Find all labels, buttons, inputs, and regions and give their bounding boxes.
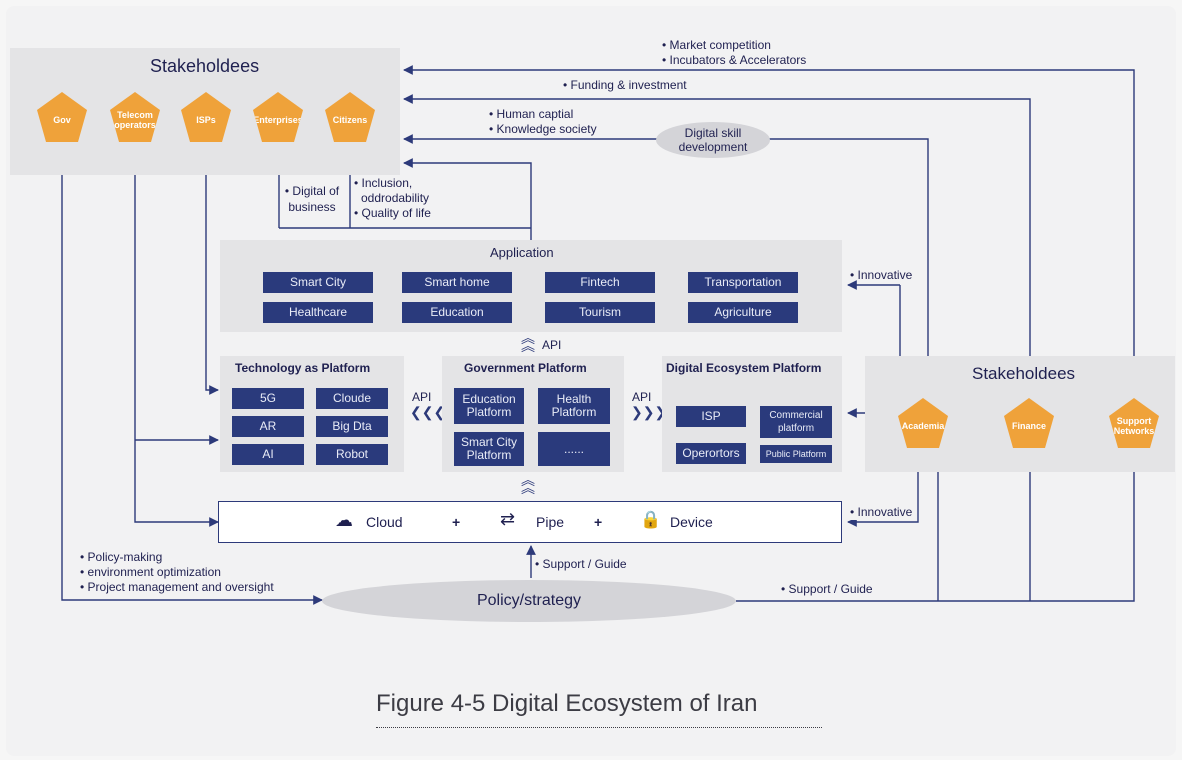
digital-skill-ellipse: Digital skill development	[656, 122, 770, 158]
tech-ai: AI	[232, 444, 304, 465]
plus-sign-2: +	[594, 514, 603, 530]
quality-label: • Quality of life	[354, 206, 431, 220]
digital-business-note: • Digital of business	[284, 184, 340, 214]
human-capital-label: • Human captial	[489, 107, 574, 121]
app-smart-home: Smart home	[402, 272, 512, 293]
plus-sign-1: +	[452, 514, 461, 530]
tech-cloude: Cloude	[316, 388, 388, 409]
app-fintech: Fintech	[545, 272, 655, 293]
app-tourism: Tourism	[545, 302, 655, 323]
app-education: Education	[402, 302, 512, 323]
tech-5g: 5G	[232, 388, 304, 409]
api-up-chevron-icon: ︽︽	[521, 330, 535, 354]
app-healthcare: Healthcare	[263, 302, 373, 323]
human-capital-note: • Human captial • Knowledge society	[489, 107, 597, 137]
pipe-icon: ⇄	[500, 509, 516, 529]
innovative-pipe-note: • Innovative	[848, 505, 915, 520]
caption-underline	[376, 727, 822, 728]
api-right-label: API	[632, 390, 652, 404]
api-top-label: API	[542, 338, 562, 352]
infra-up-chevron-icon: ︽︽	[521, 472, 535, 496]
tech-robot: Robot	[316, 444, 388, 465]
inclusion-note: • Inclusion, oddrodability • Quality of …	[354, 176, 431, 221]
knowledge-society-label: • Knowledge society	[489, 122, 597, 136]
device-label: Device	[670, 514, 713, 530]
application-title: Application	[490, 245, 554, 260]
app-agriculture: Agriculture	[688, 302, 798, 323]
api-left-label: API	[412, 390, 432, 404]
incubators-label: • Incubators & Accelerators	[662, 53, 807, 67]
tech-ar: AR	[232, 416, 304, 437]
gov-education-platform: Education Platform	[454, 388, 524, 424]
policy-making-label: • Policy-making	[80, 550, 163, 564]
api-left-chevron-icon: ❮❮❮	[410, 404, 446, 420]
infrastructure-bar	[218, 501, 842, 543]
gov-more-platform: ......	[538, 432, 610, 466]
stakeholders-top-title: Stakeholdees	[150, 56, 260, 76]
support-right-note: • Support / Guide	[781, 582, 873, 596]
stakeholders-right-title: Stakeholdees	[972, 364, 1076, 383]
cloud-label: Cloud	[366, 514, 403, 530]
eco-isp: ISP	[676, 406, 746, 427]
eco-platform-title: Digital Ecosystem Platform	[666, 361, 822, 375]
eco-public-platform: Public Platform	[760, 445, 832, 463]
support-center-note: • Support / Guide	[535, 557, 627, 571]
tech-platform-title: Technology as Platform	[235, 361, 371, 375]
tech-big-data: Big Dta	[316, 416, 388, 437]
market-competition-label: • Market competition	[662, 38, 771, 52]
eco-commercial-platform: Commercial platform	[760, 406, 832, 438]
environment-optimization-label: • environment optimization	[80, 565, 221, 579]
innovative-app-note: • Innovative	[850, 268, 913, 282]
funding-note: • Funding & investment	[563, 78, 687, 92]
policy-strategy-ellipse: Policy/strategy	[322, 580, 736, 622]
gov-health-platform: Health Platform	[538, 388, 610, 424]
policy-notes: • Policy-making • environment optimizati…	[80, 550, 274, 595]
api-right-chevron-icon: ❯❯❯	[631, 404, 667, 420]
device-icon: 🔒	[640, 510, 662, 529]
figure-caption: Figure 4-5 Digital Ecosystem of Iran	[376, 690, 758, 717]
pipe-label: Pipe	[536, 514, 565, 530]
market-note: • Market competition • Incubators & Acce…	[662, 38, 806, 68]
project-management-label: • Project management and oversight	[80, 580, 274, 594]
gov-smart-city-platform: Smart City Platform	[454, 432, 524, 466]
app-transportation: Transportation	[688, 272, 798, 293]
cloud-icon: ☁	[335, 510, 353, 530]
gov-platform-title: Government Platform	[464, 361, 587, 375]
inclusion-label: • Inclusion,	[354, 176, 413, 190]
affordability-label: oddrodability	[361, 191, 430, 205]
app-smart-city: Smart City	[263, 272, 373, 293]
eco-operators: Operortors	[676, 443, 746, 464]
